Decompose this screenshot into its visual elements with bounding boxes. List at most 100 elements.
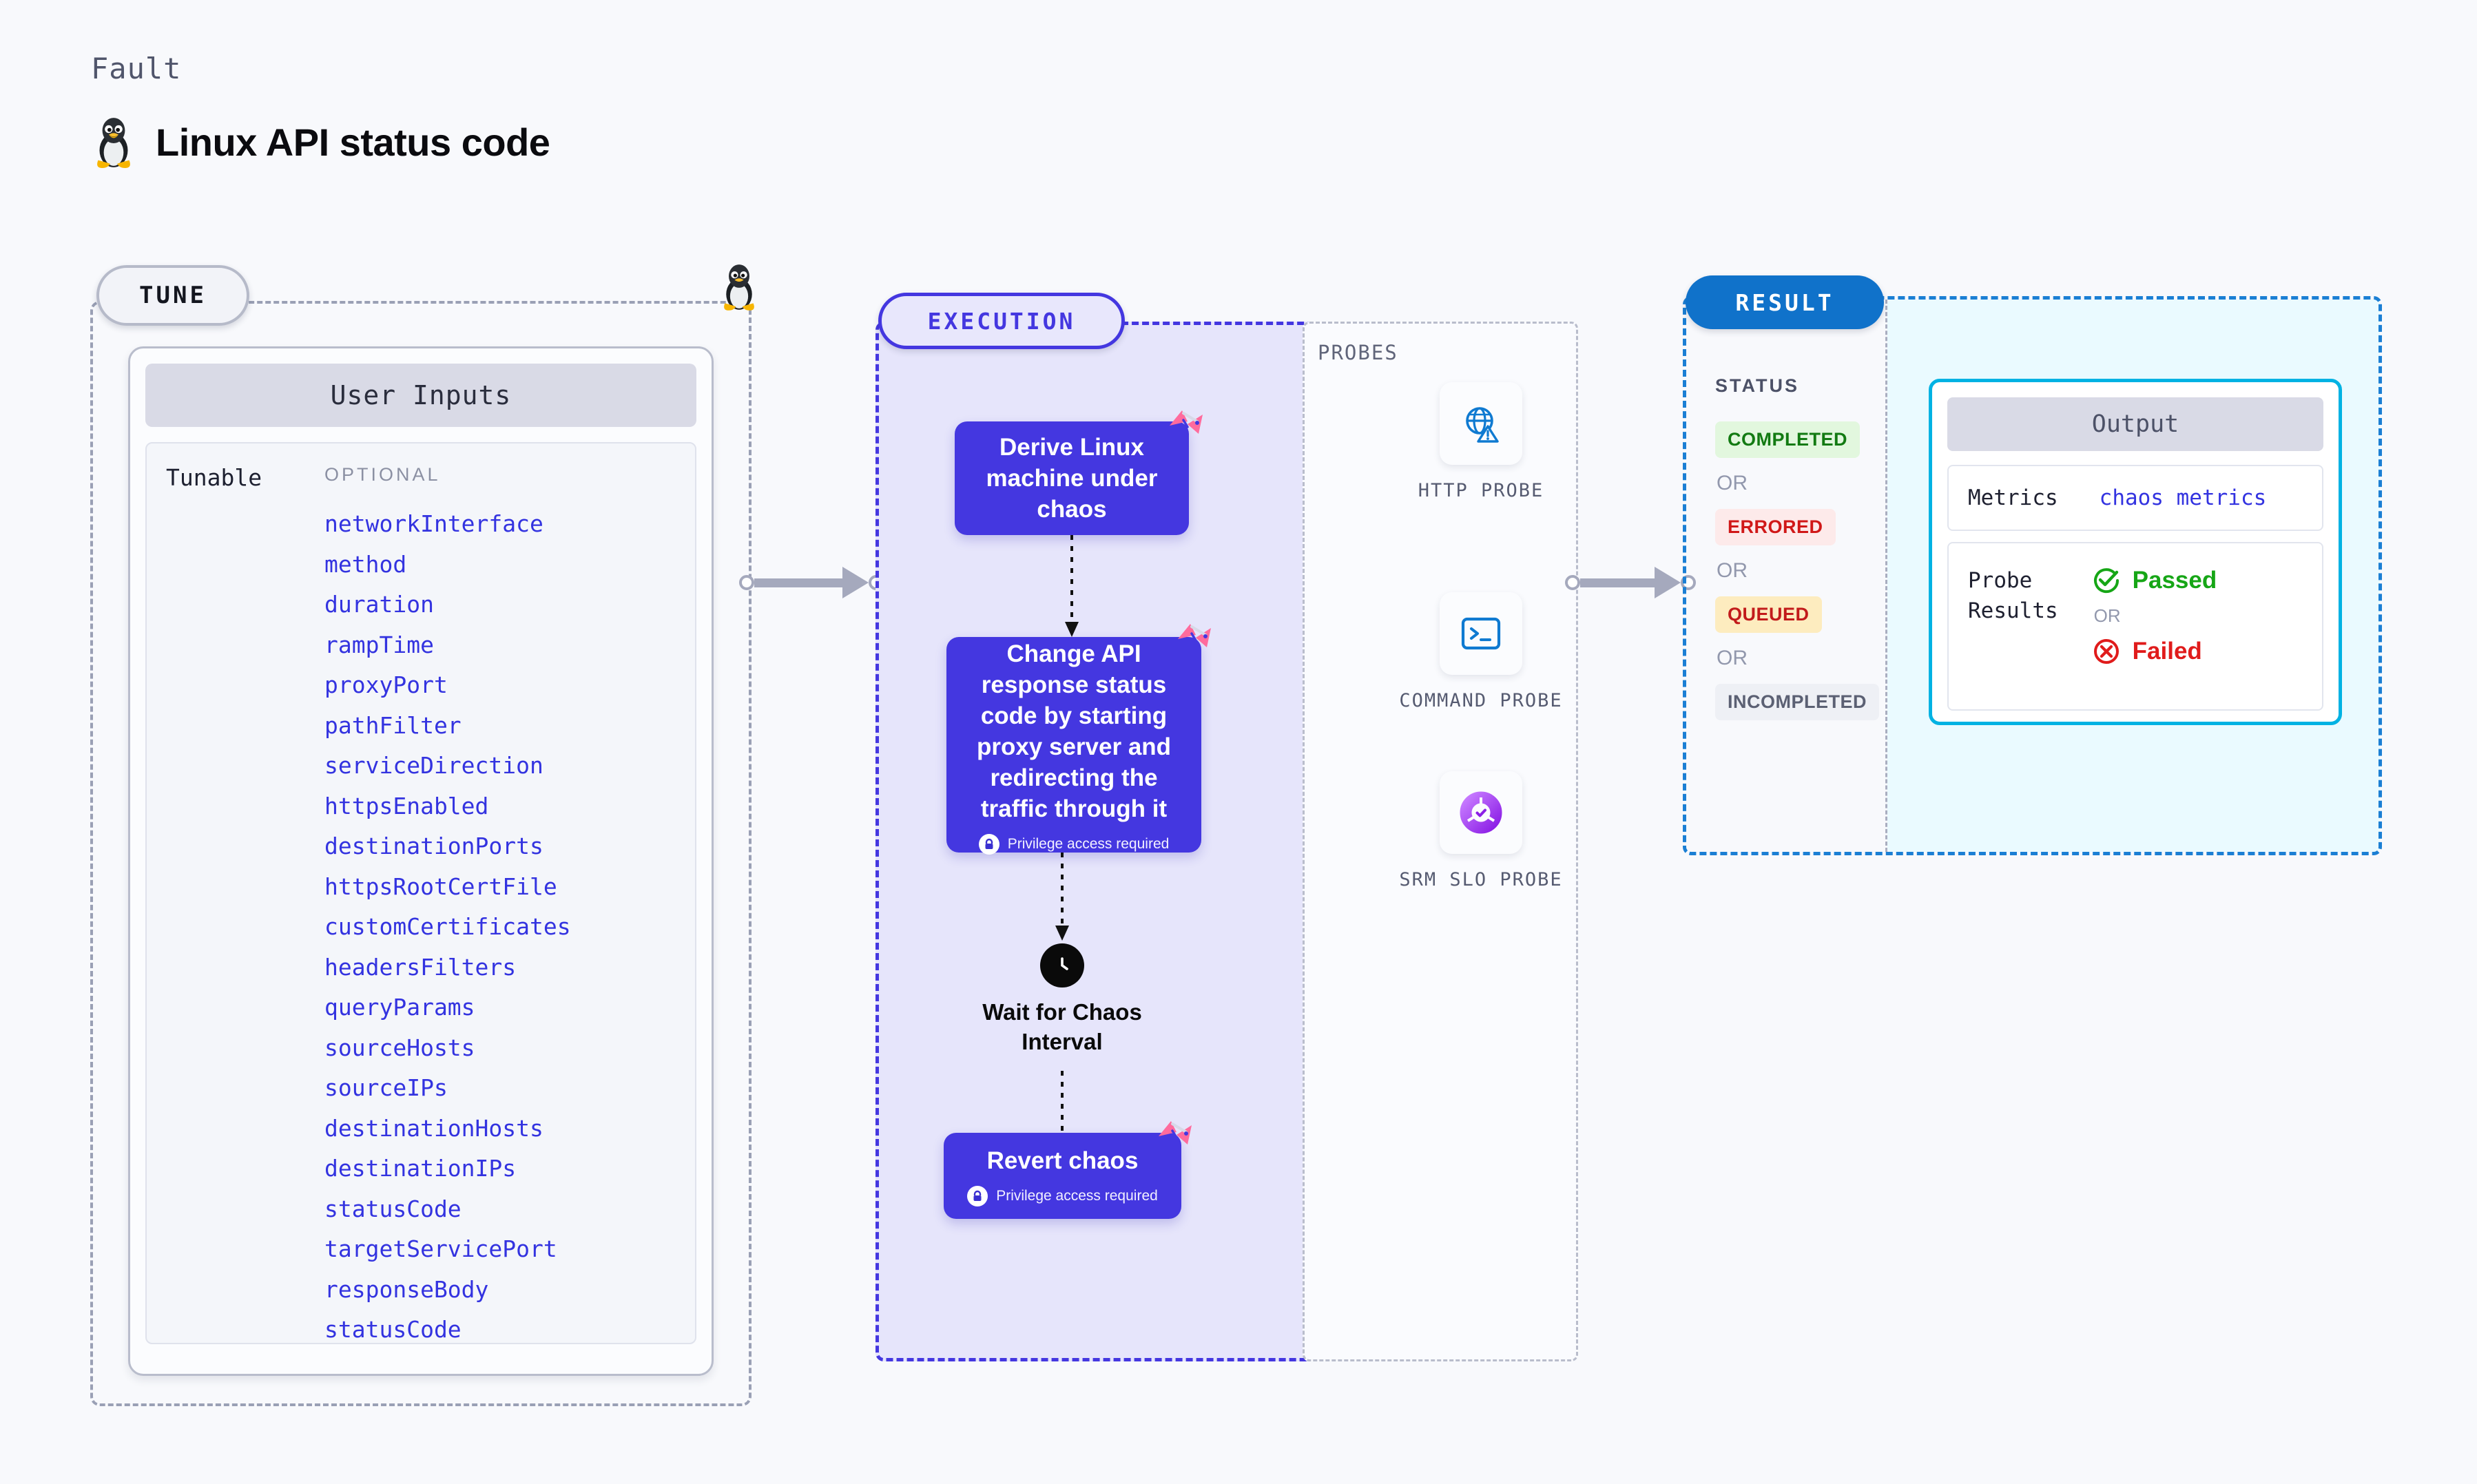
connector-execution-to-result [1565, 567, 1696, 598]
connector-start-dot [1565, 575, 1580, 590]
execution-stage-badge: EXECUTION [878, 293, 1125, 349]
tunable-params-list: OPTIONAL networkInterface method duration r… [324, 464, 695, 1343]
execution-node-title: Derive Linux machine under chaos [986, 434, 1158, 523]
execution-node-title: Revert chaos [986, 1147, 1139, 1174]
tune-stage-badge: TUNE [96, 265, 249, 326]
chaos-badge-icon [1170, 410, 1203, 434]
tunable-param[interactable]: destinationHosts [324, 1114, 543, 1142]
metrics-row: Metrics chaos metrics [1947, 465, 2323, 531]
connector-line [1580, 578, 1655, 587]
flow-arrow-2 [1055, 853, 1069, 941]
linux-penguin-icon [97, 118, 130, 169]
probe-label: HTTP PROBE [1418, 480, 1544, 501]
optional-group-label: OPTIONAL [324, 464, 441, 485]
connector-start-dot [739, 575, 754, 590]
page-title: Linux API status code [91, 114, 550, 170]
page-title-text: Linux API status code [156, 120, 550, 164]
or-separator: OR [2093, 605, 2121, 626]
failed-label: Failed [2132, 638, 2202, 665]
tunable-param[interactable]: proxyPort [324, 671, 448, 698]
privilege-note: Privilege access required [967, 1186, 1158, 1206]
probe-label: SRM SLO PROBE [1399, 869, 1563, 890]
probes-title: PROBES [1318, 341, 1398, 364]
tunable-param[interactable]: httpsRootCertFile [324, 872, 557, 900]
user-inputs-body: Tunable OPTIONAL networkInterface method d… [145, 442, 696, 1344]
connector-tune-to-execution [739, 567, 884, 598]
result-stage-boundary [1683, 296, 2382, 855]
flow-arrow-1 [1065, 535, 1079, 637]
probe-result-failed: Failed [2091, 636, 2217, 667]
tunable-param[interactable]: httpsEnabled [324, 792, 489, 819]
probe-http[interactable]: HTTP PROBE [1398, 382, 1564, 503]
tunable-param[interactable]: serviceDirection [324, 752, 543, 779]
tunable-param[interactable]: sourceHosts [324, 1034, 475, 1061]
status-column: STATUS COMPLETED OR ERRORED OR QUEUED OR INCOM… [1686, 300, 1887, 852]
metrics-key: Metrics [1968, 485, 2058, 510]
tune-stage-boundary [90, 301, 752, 1406]
x-circle-icon [2093, 639, 2119, 664]
tunable-param[interactable]: rampTime [324, 631, 434, 658]
check-circle-icon [2093, 568, 2119, 594]
tunable-param[interactable]: headersFilters [324, 953, 517, 981]
tunable-param[interactable]: duration [324, 591, 434, 618]
execution-node-title: Change API response status code by start… [976, 640, 1172, 822]
connector-arrowhead [842, 567, 869, 598]
probe-label: COMMAND PROBE [1399, 690, 1563, 711]
chaos-badge-icon [1178, 624, 1211, 647]
execution-node-revert-chaos[interactable]: Revert chaos Privilege access required [944, 1133, 1181, 1219]
or-separator: OR [1717, 559, 1748, 582]
status-badge: COMPLETED [1715, 421, 1861, 458]
tunable-param[interactable]: responseBody [324, 1275, 489, 1303]
passed-label: Passed [2132, 567, 2217, 594]
execution-node-derive[interactable]: Derive Linux machine under chaos [955, 421, 1189, 535]
fault-kicker: Fault [91, 52, 182, 85]
lock-icon [967, 1186, 988, 1206]
tunable-param[interactable]: sourceIPs [324, 1074, 448, 1101]
status-title: STATUS [1715, 375, 1799, 396]
tunable-param[interactable]: destinationIPs [324, 1155, 517, 1182]
probe-tile [1440, 382, 1522, 465]
linux-penguin-marker-icon [724, 264, 754, 311]
globe-warning-icon [1466, 407, 1499, 443]
tunable-param[interactable]: queryParams [324, 994, 475, 1021]
probe-results-values: Passed OR Failed [2091, 565, 2217, 709]
status-badge: ERRORED [1715, 509, 1836, 545]
execution-node-change-status-code[interactable]: Change API response status code by start… [946, 637, 1201, 855]
status-badge: QUEUED [1715, 596, 1822, 633]
tunable-param[interactable]: targetServicePort [324, 1235, 557, 1262]
lock-icon [978, 833, 999, 855]
tunable-param[interactable]: pathFilter [324, 711, 462, 739]
tunable-label: Tunable [166, 464, 262, 491]
wait-for-chaos-interval-label: Wait for Chaos Interval [982, 999, 1142, 1054]
tunable-param[interactable]: networkInterface [324, 510, 543, 537]
tunable-param[interactable]: statusCode [324, 1316, 462, 1343]
connector-arrowhead [1655, 567, 1681, 598]
probe-srm-slo[interactable]: SRM SLO PROBE [1398, 771, 1564, 892]
user-inputs-title: User Inputs [145, 364, 696, 427]
status-badge: INCOMPLETED [1715, 684, 1880, 720]
probe-tile [1440, 592, 1522, 675]
connector-line [754, 578, 842, 587]
or-separator: OR [1717, 472, 1748, 494]
probe-command[interactable]: COMMAND PROBE [1398, 592, 1564, 713]
probe-result-passed: Passed [2091, 565, 2217, 596]
chaos-badge-icon [1159, 1121, 1192, 1145]
output-title: Output [1947, 397, 2323, 451]
terminal-icon [1461, 617, 1501, 650]
user-inputs-card: User Inputs Tunable OPTIONAL networkInte… [128, 346, 714, 1376]
tunable-param[interactable]: method [324, 550, 407, 578]
privilege-text: Privilege access required [996, 1188, 1158, 1204]
tunable-param[interactable]: destinationPorts [324, 833, 543, 859]
result-stage-badge: RESULT [1686, 275, 1884, 329]
metrics-value[interactable]: chaos metrics [2099, 485, 2267, 510]
privilege-text: Privilege access required [1007, 835, 1170, 852]
tunable-param[interactable]: statusCode [324, 1195, 462, 1222]
or-separator: OR [1717, 647, 1748, 669]
privilege-note: Privilege access required [978, 833, 1170, 855]
slo-donut-check-icon [1460, 791, 1502, 834]
probe-tile [1440, 771, 1522, 854]
tunable-param[interactable]: customCertificates [324, 913, 571, 940]
